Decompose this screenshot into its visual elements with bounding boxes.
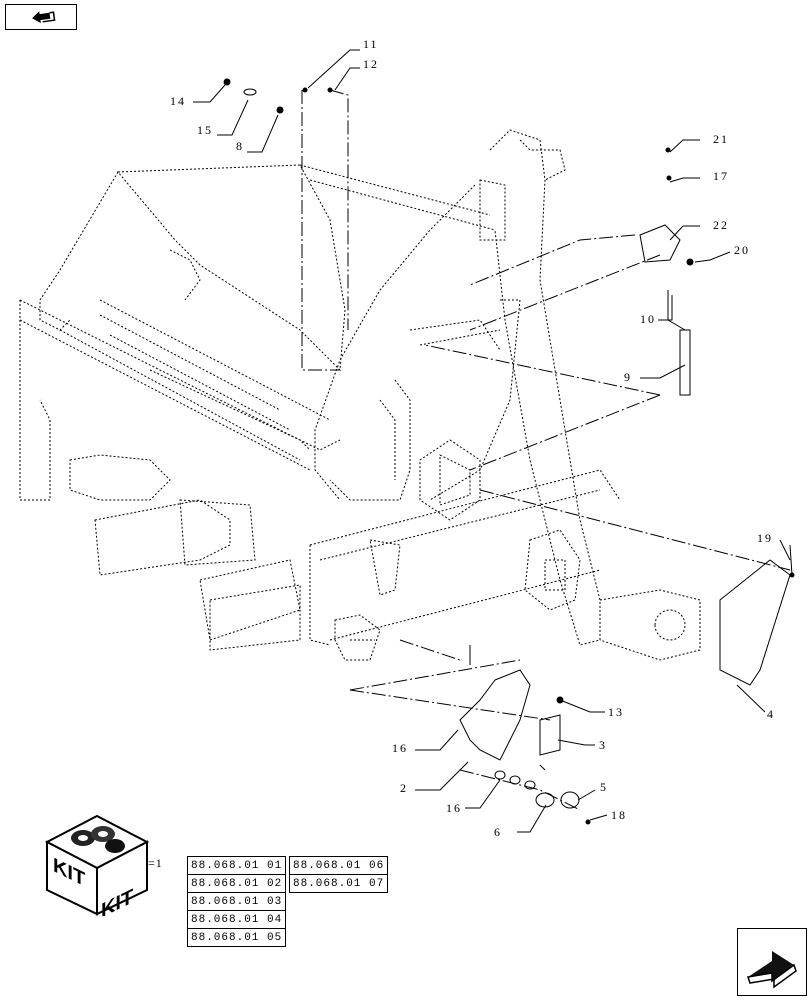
callout-16-upper: 16 xyxy=(392,741,408,755)
parts-detail xyxy=(223,78,795,825)
callout-11: 11 xyxy=(363,37,379,51)
callout-19: 19 xyxy=(757,531,773,545)
kit-reference-link[interactable]: 88.068.01 06 xyxy=(288,856,389,875)
back-nav-button[interactable] xyxy=(5,4,77,30)
frame-drawing xyxy=(19,129,701,661)
back-arrow-icon xyxy=(32,11,56,24)
callout-14: 14 xyxy=(170,94,186,108)
kit-equals-label: =1 xyxy=(148,856,163,870)
kit-reference-link[interactable]: 88.068.01 05 xyxy=(186,928,287,947)
callout-20: 20 xyxy=(734,243,750,257)
callout-6: 6 xyxy=(494,825,502,839)
callout-5: 5 xyxy=(600,780,608,794)
callout-18: 18 xyxy=(611,808,627,822)
callout-17: 17 xyxy=(713,169,729,183)
kit-reference-link[interactable]: 88.068.01 07 xyxy=(288,874,389,893)
callout-8: 8 xyxy=(236,139,244,153)
callout-21: 21 xyxy=(713,132,729,146)
callout-16-lower: 16 xyxy=(446,801,462,815)
callout-2: 2 xyxy=(400,781,408,795)
leader-lines xyxy=(193,49,791,833)
kit-reference-link[interactable]: 88.068.01 04 xyxy=(186,910,287,929)
kit-reference-link[interactable]: 88.068.01 01 xyxy=(186,856,287,875)
kit-icon: KIT KIT xyxy=(44,814,150,916)
kit-reference-link[interactable]: 88.068.01 03 xyxy=(186,892,287,911)
callout-9: 9 xyxy=(624,370,632,384)
kit-reference-table-2: 88.068.01 06 88.068.01 07 xyxy=(288,856,389,893)
callout-12: 12 xyxy=(363,57,379,71)
callout-13: 13 xyxy=(608,705,624,719)
callout-3: 3 xyxy=(599,738,607,752)
callout-4: 4 xyxy=(767,707,775,721)
kit-reference-link[interactable]: 88.068.01 02 xyxy=(186,874,287,893)
callout-22: 22 xyxy=(713,218,729,232)
next-arrow-icon xyxy=(747,951,797,989)
callout-10: 10 xyxy=(640,312,656,326)
kit-reference-table-1: 88.068.01 01 88.068.01 02 88.068.01 03 8… xyxy=(186,856,287,947)
assembly-lines xyxy=(301,89,791,811)
next-nav-button[interactable] xyxy=(737,928,807,996)
callout-15: 15 xyxy=(197,123,213,137)
